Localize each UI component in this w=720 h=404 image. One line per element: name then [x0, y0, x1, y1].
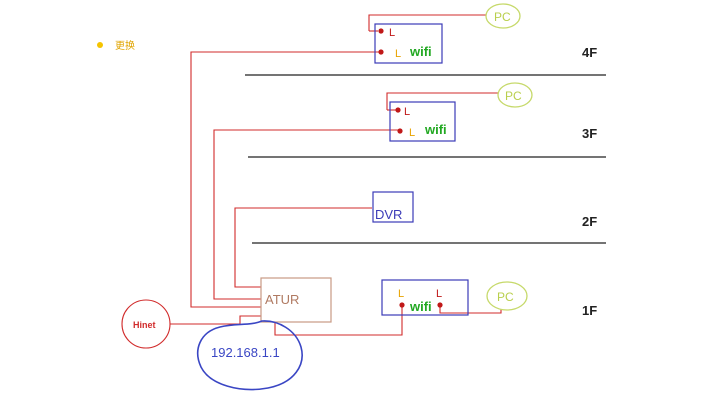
wire-1f-pc	[439, 305, 502, 314]
wire-router-4f	[190, 51, 382, 308]
wire-router-dvr	[234, 207, 372, 288]
legend-label: 更换	[115, 39, 135, 52]
floor-label-3f: 3F	[582, 126, 597, 141]
wifi-ap-3f: L L wifi	[389, 101, 456, 142]
port-dot	[395, 107, 401, 113]
pc-3f: PC	[497, 82, 533, 108]
ip-callout: 192.168.1.1	[196, 320, 303, 391]
hinet-label: Hinet	[133, 320, 156, 330]
wire-4f-pc	[368, 14, 486, 31]
port-dot	[397, 128, 403, 134]
port-label: L	[404, 106, 410, 118]
ip-address: 192.168.1.1	[211, 345, 280, 360]
wifi-ap-1f: L L wifi	[381, 279, 469, 316]
wire-hinet-router	[170, 315, 262, 325]
wifi-ap-4f: L L wifi	[374, 23, 443, 64]
router-atur: ATUR	[260, 277, 332, 323]
wire-router-3f	[213, 129, 400, 300]
port-label: L	[409, 127, 415, 139]
floor-label-4f: 4F	[582, 45, 597, 60]
wires	[170, 14, 502, 336]
port-label: L	[395, 48, 401, 60]
wifi-label: wifi	[424, 122, 447, 137]
port-dot	[378, 49, 384, 55]
pc-1f: PC	[486, 281, 528, 311]
pc-label: PC	[494, 10, 511, 24]
port-label: L	[436, 288, 442, 300]
wifi-label: wifi	[409, 299, 432, 314]
port-dot	[378, 28, 384, 34]
wire-3f-pc	[386, 92, 498, 110]
dvr-label: DVR	[375, 207, 402, 222]
floor-label-2f: 2F	[582, 214, 597, 229]
dvr-box: DVR	[372, 191, 414, 223]
pc-label: PC	[497, 290, 514, 304]
wifi-label: wifi	[409, 44, 432, 59]
router-label: ATUR	[265, 292, 299, 307]
pc-4f: PC	[485, 3, 521, 29]
port-label: L	[389, 27, 395, 39]
pc-label: PC	[505, 89, 522, 103]
hinet-node: Hinet	[121, 299, 171, 349]
port-label: L	[398, 288, 404, 300]
port-dot	[399, 302, 405, 308]
legend-dot	[97, 42, 103, 48]
floor-label-1f: 1F	[582, 303, 597, 318]
port-dot	[437, 302, 443, 308]
